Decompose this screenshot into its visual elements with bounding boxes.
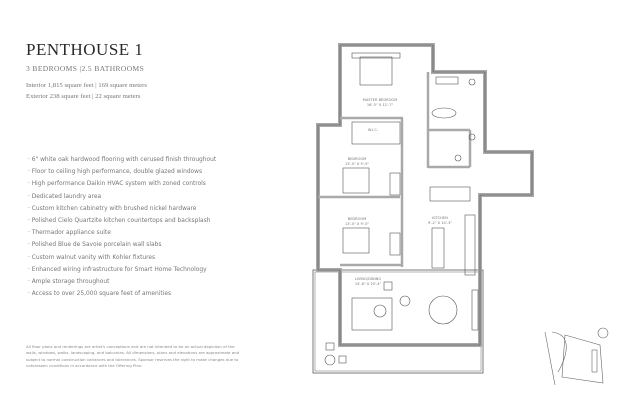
sofa: [351, 297, 393, 331]
living-label: LIVING/DINING: [355, 277, 382, 281]
north-arrow-icon: [597, 327, 609, 339]
wic: [351, 121, 401, 145]
kitchen-dims: 9'-2" X 14'-3": [428, 221, 452, 225]
feature-item: Custom kitchen cabinetry with brushed ni…: [28, 203, 216, 215]
bedroom2-label: BEDROOM: [348, 217, 367, 221]
exterior-area: Exterior 238 square feet | 22 square met…: [26, 93, 141, 100]
feature-item: Custom walnut vanity with Kohler fixture…: [28, 252, 216, 264]
interior-walls: [318, 72, 472, 267]
living-dims: 14'-8" X 20'-4": [355, 282, 382, 286]
bedroom1-bed: [342, 167, 370, 194]
interior-area: Interior 1,815 square feet | 169 square …: [26, 82, 147, 89]
dining-table: [428, 295, 458, 325]
bedroom2-dims: 13'-0" X 9'-5": [345, 222, 369, 226]
bedroom2-bed: [342, 227, 370, 254]
disclaimer: All floor plans and renderings are artis…: [26, 344, 240, 369]
wic-label: W.I.C.: [368, 128, 378, 132]
kitchen-label: KITCHEN: [432, 216, 448, 220]
feature-item: High performance Daikin HVAC system with…: [28, 178, 216, 190]
terrace: [312, 269, 484, 374]
features-list: 6" white oak hardwood flooring with ceru…: [28, 154, 216, 300]
feature-item: Dedicated laundry area: [28, 191, 216, 203]
feature-item: Thermador appliance suite: [28, 227, 216, 239]
feature-item: Ample storage throughout: [28, 276, 216, 288]
bathtub: [431, 107, 457, 119]
kitchen-counter: [429, 186, 471, 202]
feature-item: Enhanced wiring infrastructure for Smart…: [28, 264, 216, 276]
feature-item: Polished Cielo Quartzite kitchen counter…: [28, 215, 216, 227]
kitchen-island: [431, 227, 445, 269]
furniture: [324, 52, 479, 366]
feature-item: Access to over 25,000 square feet of ame…: [28, 288, 216, 300]
bedroom1-dims: 13'-0" X 9'-5": [345, 162, 369, 166]
unit-subtitle: 3 BEDROOMS |2.5 BATHROOMS: [26, 64, 145, 73]
feature-item: Floor to ceiling high performance, doubl…: [28, 166, 216, 178]
master-bedroom-dims: 16'-5" X 12'-7": [367, 103, 394, 107]
key-plan: [544, 327, 609, 386]
master-bedroom-label: MASTER BEDROOM: [363, 98, 398, 102]
master-bed: [359, 56, 393, 86]
bedroom1-label: BEDROOM: [348, 157, 367, 161]
feature-item: Polished Blue de Savoie porcelain wall s…: [28, 239, 216, 251]
unit-title: PENTHOUSE 1: [26, 40, 144, 59]
feature-item: 6" white oak hardwood flooring with ceru…: [28, 154, 216, 166]
